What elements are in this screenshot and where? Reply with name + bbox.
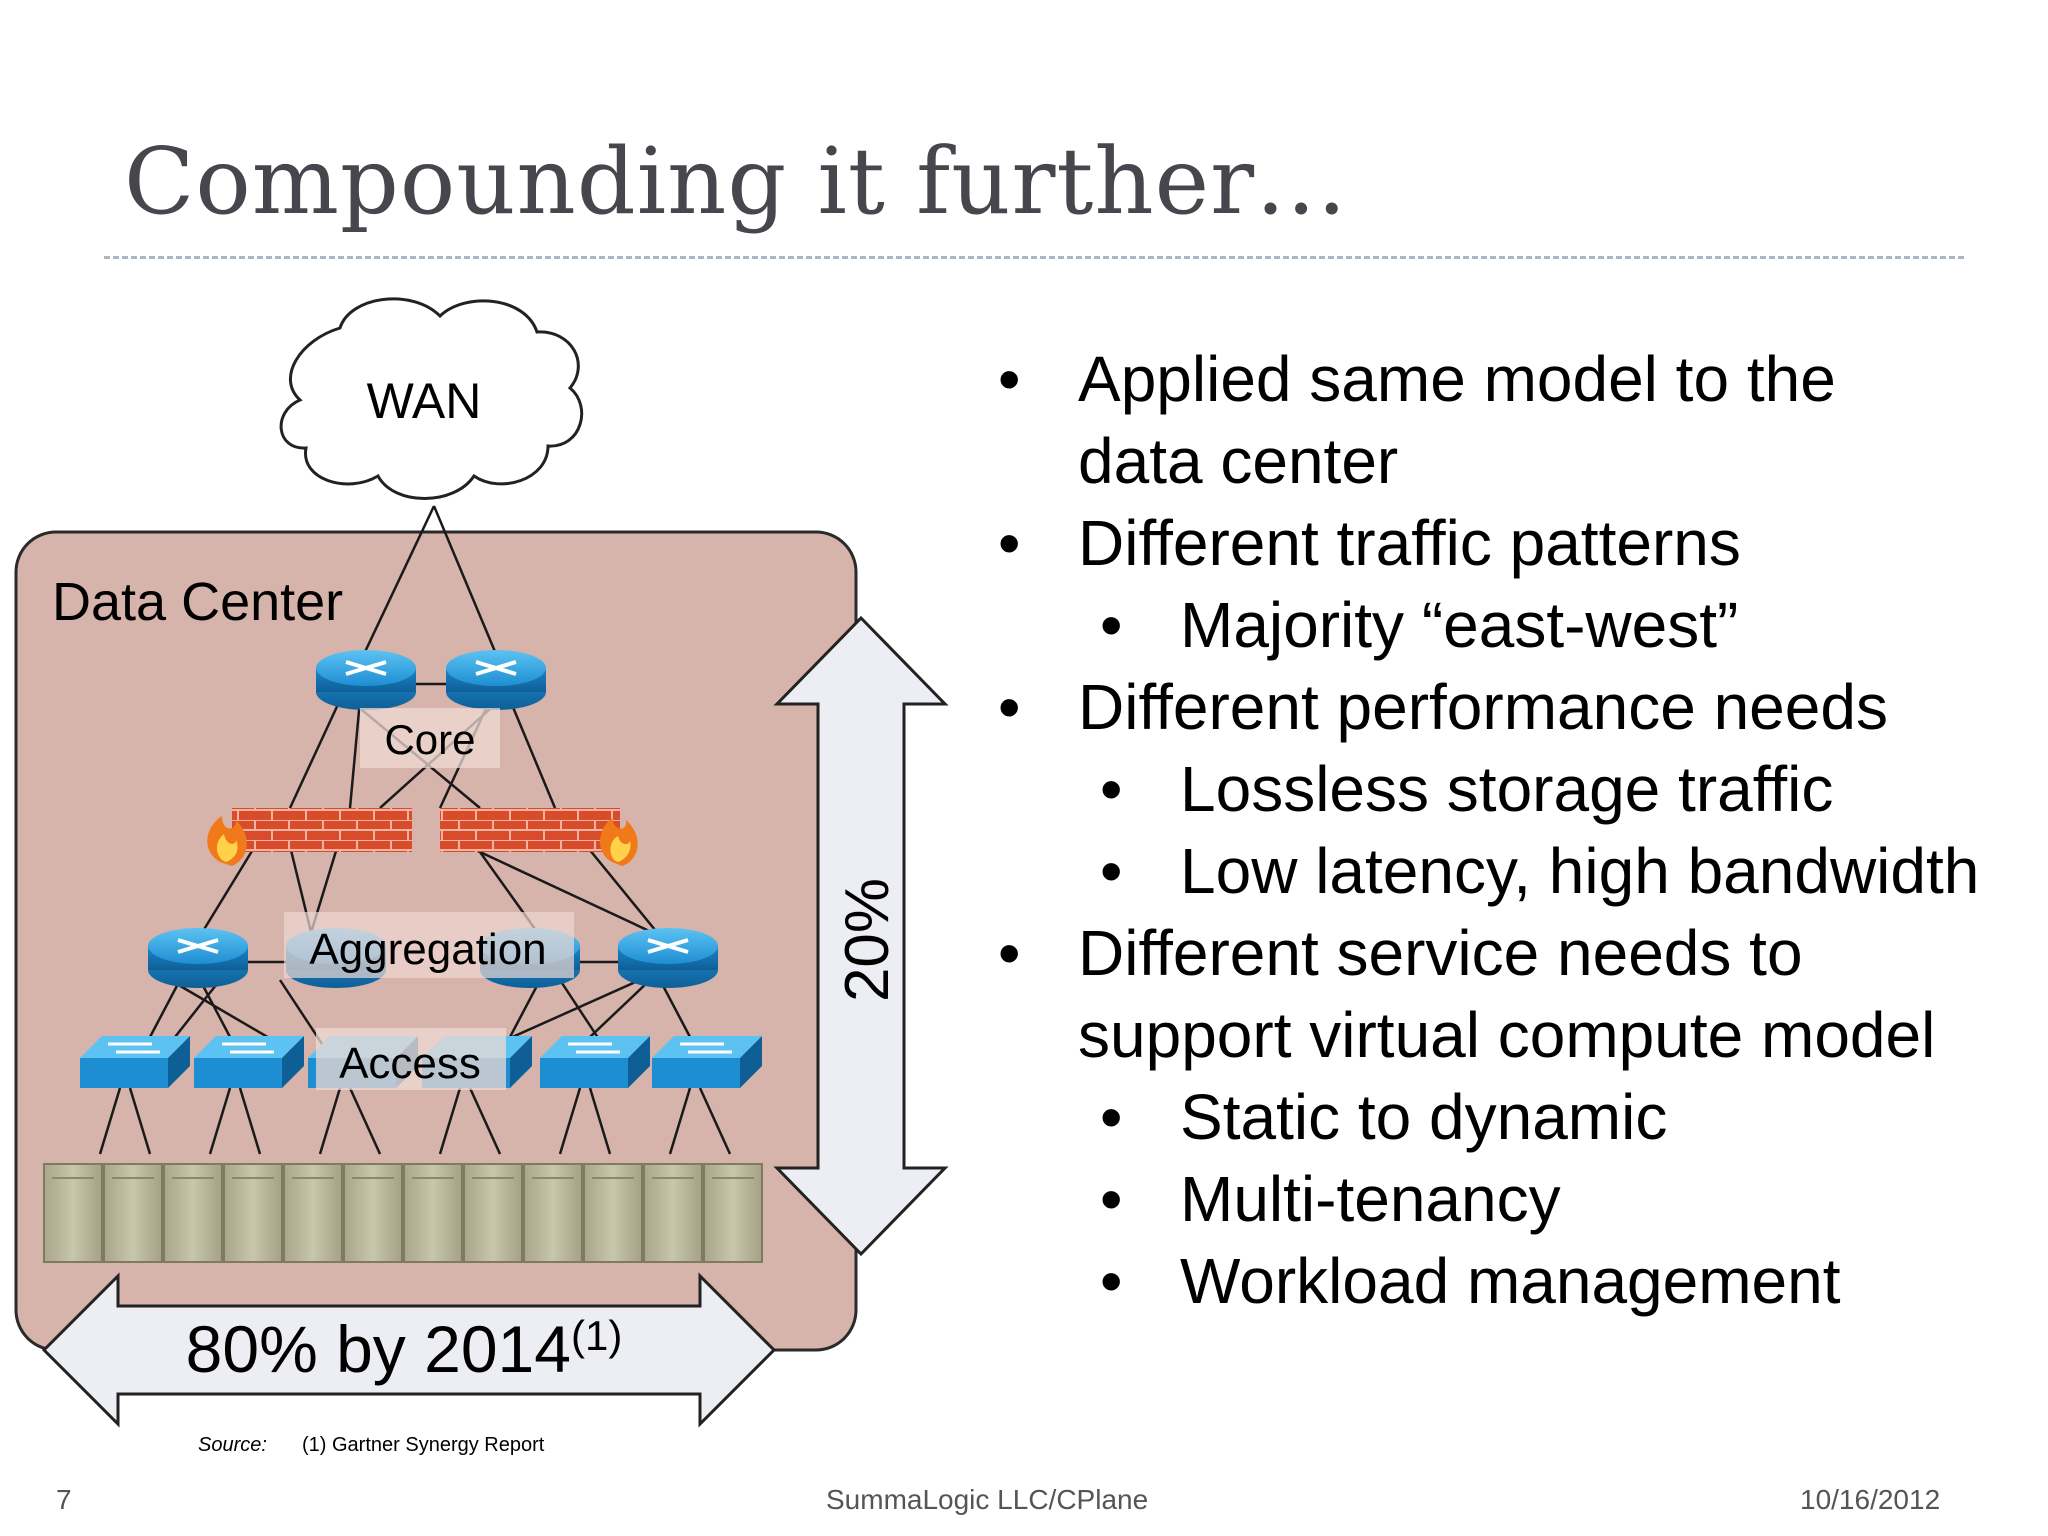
page-number: 7 bbox=[56, 1484, 72, 1515]
bullet-text: Different service needs to bbox=[1078, 917, 1803, 989]
bullet-item: •Different service needs to bbox=[998, 917, 1803, 989]
title-divider bbox=[104, 256, 1964, 259]
horizontal-arrow-text: 80% by 2014 bbox=[186, 1312, 571, 1386]
core-router-icon bbox=[316, 650, 416, 710]
aggregation-router-icon bbox=[618, 928, 718, 988]
access-switch-icon bbox=[540, 1036, 650, 1088]
sub-bullet-item: •Multi-tenancy bbox=[1100, 1163, 1561, 1235]
sub-bullet-item: •Static to dynamic bbox=[1100, 1081, 1668, 1153]
sub-bullet-item: •Workload management bbox=[1100, 1245, 1841, 1317]
firewall-icon bbox=[440, 808, 638, 866]
bullet-text: Low latency, high bandwidth bbox=[1180, 835, 1980, 907]
server-rack-icon bbox=[43, 1163, 763, 1263]
horizontal-arrow bbox=[41, 1272, 777, 1428]
sub-bullet-item: •Lossless storage traffic bbox=[1100, 753, 1834, 825]
bullet-continuation: data center bbox=[990, 420, 2048, 502]
bullet-text: Workload management bbox=[1180, 1245, 1841, 1317]
bullet-item: •Different performance needs bbox=[998, 671, 1888, 743]
slide-title: Compounding it further… bbox=[124, 128, 1349, 235]
source-text: (1) Gartner Synergy Report bbox=[302, 1434, 545, 1456]
access-switch-icon bbox=[80, 1036, 190, 1088]
bullet-text: Lossless storage traffic bbox=[1180, 753, 1834, 825]
access-switch-icon bbox=[194, 1036, 304, 1088]
bullet-text: Static to dynamic bbox=[1180, 1081, 1668, 1153]
horizontal-arrow-footnote: (1) bbox=[571, 1312, 622, 1359]
bullet-list: •Applied same model to the data center •… bbox=[990, 338, 2048, 1322]
sub-bullet-item: •Low latency, high bandwidth bbox=[1100, 835, 1980, 907]
bullet-text: Different traffic patterns bbox=[1078, 507, 1741, 579]
datacenter-diagram: 20% WAN Cor bbox=[14, 297, 949, 1428]
bullet-continuation: support virtual compute model bbox=[990, 994, 2048, 1076]
bullet-text: data center bbox=[1078, 425, 1399, 497]
bullet-item: •Applied same model to the bbox=[998, 343, 1836, 415]
core-label: Core bbox=[384, 716, 475, 763]
access-switch-icon bbox=[652, 1036, 762, 1088]
core-router-icon bbox=[446, 650, 546, 710]
datacenter-label: Data Center bbox=[52, 572, 343, 632]
vertical-arrow-label: 20% bbox=[833, 878, 902, 1002]
bullet-item: •Different traffic patterns bbox=[998, 507, 1741, 579]
horizontal-arrow-label: 80% by 2014(1) bbox=[186, 1312, 623, 1386]
bullet-text: Majority “east-west” bbox=[1180, 589, 1739, 661]
bullet-text: support virtual compute model bbox=[1078, 999, 1936, 1071]
source-label: Source: bbox=[198, 1434, 267, 1456]
wan-label: WAN bbox=[367, 373, 482, 429]
vertical-arrow bbox=[773, 615, 949, 1257]
aggregation-label: Aggregation bbox=[309, 925, 546, 974]
firewall-icon bbox=[207, 808, 412, 866]
sub-bullet-item: •Majority “east-west” bbox=[1100, 589, 1739, 661]
footer-company: SummaLogic LLC/CPlane bbox=[826, 1484, 1149, 1515]
bullet-text: Multi-tenancy bbox=[1180, 1163, 1561, 1235]
bullet-text: Different performance needs bbox=[1078, 671, 1888, 743]
bullet-text: Applied same model to the bbox=[1078, 343, 1836, 415]
footer-date: 10/16/2012 bbox=[1800, 1484, 1941, 1515]
access-label: Access bbox=[339, 1039, 481, 1088]
wan-cloud-icon bbox=[279, 297, 584, 500]
aggregation-router-icon bbox=[148, 928, 248, 988]
